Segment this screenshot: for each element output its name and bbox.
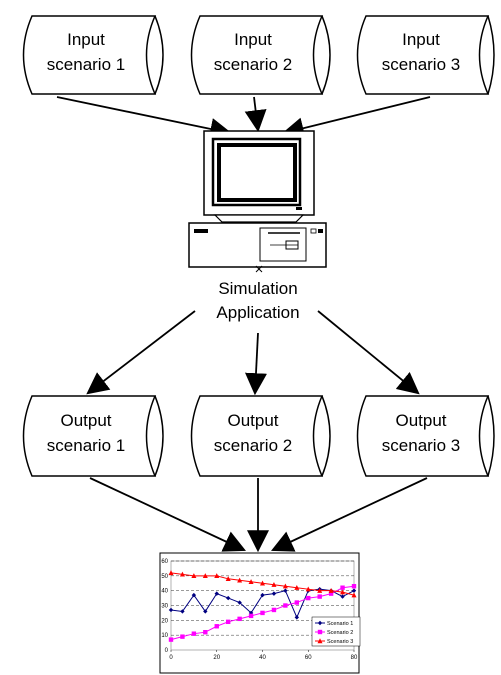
arrow-input-1-to-app xyxy=(56,96,233,140)
data-point-series-1 xyxy=(351,588,357,593)
legend-label: Scenario 3 xyxy=(327,639,353,645)
data-point-series-3 xyxy=(248,579,254,584)
output-scenario-2-line1: Output xyxy=(227,411,278,430)
arrow-output-1-to-chart xyxy=(89,477,246,552)
data-point-series-3 xyxy=(305,586,311,592)
data-point-series-3 xyxy=(168,570,174,576)
data-point-series-3 xyxy=(271,582,277,587)
data-point-series-2 xyxy=(328,591,334,596)
x-tick-label: 0 xyxy=(169,655,173,661)
data-point-series-3 xyxy=(214,573,220,579)
data-point-series-2 xyxy=(283,603,288,608)
data-point-series-3 xyxy=(340,589,346,595)
legend-marker xyxy=(317,620,323,626)
input-scenario-1-line1: Input xyxy=(67,30,105,49)
computer-icon xyxy=(188,130,327,273)
input-scenario-3-line1: Input xyxy=(402,30,440,49)
data-point-series-1 xyxy=(271,591,277,596)
data-point-series-2 xyxy=(260,610,265,616)
input-scenario-2-line2: scenario 2 xyxy=(214,55,292,74)
y-tick-label: 60 xyxy=(161,559,168,565)
arrow-input-3-to-app xyxy=(281,96,431,139)
data-point-series-1 xyxy=(294,615,300,620)
data-point-series-2 xyxy=(168,637,174,642)
data-point-series-2 xyxy=(351,584,357,589)
results-chart: 0 10 20 30 40 50 60 0 20 40 60 80 Scenario 1 Scenari… xyxy=(159,552,361,674)
x-tick-label: 40 xyxy=(259,655,266,661)
data-point-series-1 xyxy=(203,609,208,614)
application-line1: Simulation xyxy=(218,279,297,298)
output-scenario-1-storage: Output scenario 1 xyxy=(22,395,164,477)
data-point-series-3 xyxy=(260,580,265,586)
data-point-series-1 xyxy=(340,594,345,599)
data-point-series-3 xyxy=(179,571,185,577)
arrow-app-to-output-1 xyxy=(86,310,196,395)
x-tick-label: 60 xyxy=(305,655,312,661)
legend-marker xyxy=(317,638,323,644)
data-point-series-3 xyxy=(202,573,208,579)
data-point-series-3 xyxy=(351,592,357,598)
data-point-series-2 xyxy=(191,631,197,636)
input-scenario-1-line2: scenario 1 xyxy=(47,55,125,74)
output-scenario-3-line2: scenario 3 xyxy=(382,436,460,455)
legend-label: Scenario 2 xyxy=(327,630,353,636)
data-point-series-3 xyxy=(225,576,231,581)
data-point-series-1 xyxy=(214,591,219,596)
output-scenario-3-line1: Output xyxy=(395,411,446,430)
input-scenario-3-line2: scenario 3 xyxy=(382,55,460,74)
data-point-series-2 xyxy=(317,594,322,599)
data-point-series-3 xyxy=(282,583,288,589)
data-point-series-3 xyxy=(191,573,197,579)
output-scenario-1-line1: Output xyxy=(60,411,111,430)
input-scenario-1-storage: Input scenario 1 xyxy=(22,15,164,95)
data-point-series-1 xyxy=(191,592,197,598)
input-scenario-3-storage: Input scenario 3 xyxy=(356,15,495,95)
application-line2: Application xyxy=(216,303,299,322)
data-point-series-2 xyxy=(180,634,185,639)
arrow-output-3-to-chart xyxy=(271,477,428,552)
data-point-series-2 xyxy=(237,616,242,622)
data-point-series-2 xyxy=(294,600,300,605)
y-tick-label: 50 xyxy=(161,574,168,580)
data-point-series-3 xyxy=(328,587,334,593)
arrow-app-to-output-2 xyxy=(245,332,267,396)
data-point-series-1 xyxy=(283,588,288,593)
data-point-series-3 xyxy=(294,585,300,590)
arrow-input-2-to-app xyxy=(244,96,267,133)
data-point-series-3 xyxy=(237,577,243,583)
x-tick-label: 80 xyxy=(351,655,358,661)
y-tick-label: 10 xyxy=(161,633,168,639)
input-scenario-2-line1: Input xyxy=(234,30,272,49)
legend-marker xyxy=(317,629,323,635)
data-point-series-1 xyxy=(248,610,254,616)
data-point-series-1 xyxy=(237,600,242,605)
output-scenario-1-line2: scenario 1 xyxy=(47,436,125,455)
data-point-series-1 xyxy=(168,607,174,613)
y-tick-label: 40 xyxy=(161,589,168,595)
data-point-series-1 xyxy=(260,592,265,598)
data-point-series-2 xyxy=(203,630,208,635)
y-tick-label: 20 xyxy=(161,618,168,624)
output-scenario-2-storage: Output scenario 2 xyxy=(190,395,331,477)
data-point-series-2 xyxy=(306,595,311,601)
data-point-series-2 xyxy=(214,624,219,629)
x-tick-label: 20 xyxy=(213,655,220,661)
input-scenario-2-storage: Input scenario 2 xyxy=(190,15,331,95)
data-point-series-3 xyxy=(317,587,323,593)
data-point-series-2 xyxy=(340,585,345,590)
data-point-series-2 xyxy=(248,613,254,619)
y-tick-label: 30 xyxy=(161,604,168,610)
output-scenario-3-storage: Output scenario 3 xyxy=(356,395,495,477)
arrow-app-to-output-3 xyxy=(317,310,420,395)
output-scenario-2-line2: scenario 2 xyxy=(214,436,292,455)
data-point-series-1 xyxy=(225,595,231,601)
data-point-series-2 xyxy=(225,619,231,625)
y-tick-label: 0 xyxy=(165,648,169,654)
data-point-series-1 xyxy=(180,609,185,614)
legend-label: Scenario 1 xyxy=(327,621,353,627)
data-point-series-2 xyxy=(271,607,277,613)
